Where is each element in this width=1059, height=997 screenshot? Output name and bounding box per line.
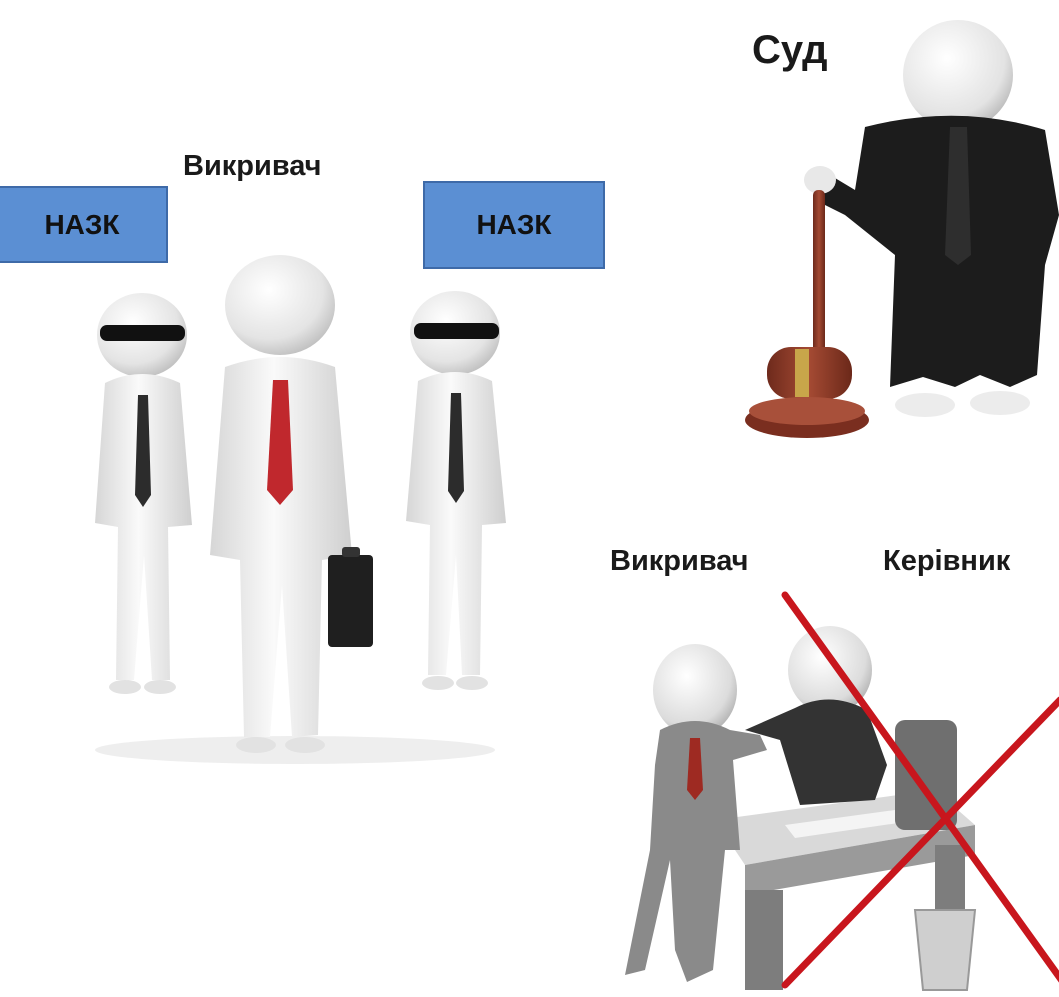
judge-with-gavel-illustration [745,20,1059,438]
left-agent-figure [95,293,192,694]
manager-label: Керівник [883,545,1011,577]
escort-figures-illustration [95,255,506,764]
whistleblower-label-bottom: Викривач [610,545,749,577]
right-agent-figure [406,291,506,690]
nazk-box-left: НАЗК [0,186,168,263]
whistleblower-figure [210,255,373,753]
whistleblower-label-top: Викривач [183,150,322,182]
nazk-box-right: НАЗК [423,181,605,269]
office-confrontation-illustration [625,591,1059,991]
red-cross-mark [781,591,1059,989]
court-label: Суд [752,28,828,72]
